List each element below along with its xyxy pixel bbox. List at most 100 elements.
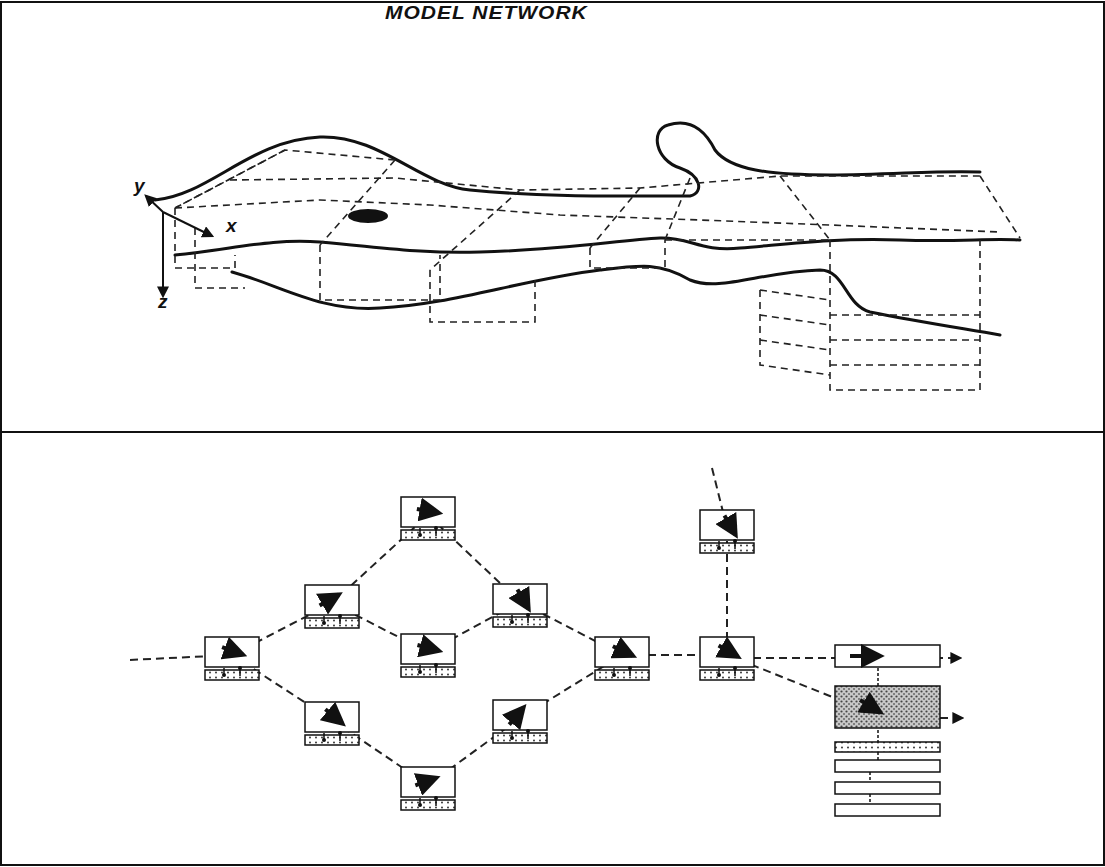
cell-part (717, 546, 721, 550)
cell-part (338, 614, 342, 618)
cell-part (700, 670, 754, 680)
cell-part (434, 526, 438, 530)
cell-part (614, 668, 630, 676)
cell-part (420, 665, 436, 673)
cell-part (434, 663, 438, 667)
stack-layer (835, 804, 940, 816)
cell-part (401, 634, 455, 664)
cell-part (493, 617, 547, 627)
exchange-tick (877, 752, 879, 760)
stack-layer (835, 760, 940, 772)
model-cell (401, 497, 455, 540)
exchange-tick (869, 772, 871, 782)
cell-part (510, 620, 514, 624)
cell-part (493, 733, 547, 743)
model-cell-edge (175, 200, 1000, 232)
cell-part (628, 666, 632, 670)
cell-part (510, 736, 514, 740)
model-cell-edge (830, 364, 980, 366)
cell-part (401, 497, 455, 527)
stack-layer (835, 782, 940, 794)
model-cell (401, 767, 455, 810)
cell-part (595, 637, 649, 667)
model-cell-edge (320, 245, 440, 300)
stack-layer (835, 645, 940, 667)
cell-part (512, 615, 528, 623)
model-cell-edge (195, 228, 245, 288)
model-cell (401, 634, 455, 677)
stack-layer (835, 686, 940, 728)
cell-part (324, 733, 340, 741)
cell-part (613, 646, 633, 655)
outflow-arrow (940, 717, 962, 719)
cell-part (493, 584, 547, 614)
exchange-tick (877, 668, 879, 686)
model-cell-edge (980, 176, 1020, 238)
model-cells (175, 150, 1020, 390)
cell-part (509, 708, 523, 725)
flow-glyph (850, 654, 880, 658)
drawing-part (348, 209, 388, 223)
model-cell-edge (590, 240, 665, 268)
cell-part (415, 778, 436, 786)
cell-part (224, 668, 240, 676)
cell-part (418, 533, 422, 537)
model-cell (493, 700, 547, 743)
axis-label: z (158, 292, 168, 311)
cell-part (205, 637, 259, 667)
cell-part (418, 803, 422, 807)
model-cell-edge (760, 290, 830, 375)
cell-part (401, 767, 455, 797)
model-cell-edge (760, 340, 830, 350)
axis-label: y (134, 176, 145, 195)
flow-glyph (860, 700, 880, 712)
cell-part (595, 670, 649, 680)
model-cell-edge (760, 290, 830, 300)
model-cell-edge (760, 315, 830, 325)
cell-part (305, 585, 359, 615)
cell-part (238, 666, 242, 670)
cell-part (719, 668, 735, 676)
axis-arrows (146, 196, 212, 296)
layered-stack (835, 645, 940, 816)
model-cell (205, 637, 259, 680)
cell-part (700, 637, 754, 667)
drawing-part (232, 266, 1000, 335)
exchange-tick (877, 730, 879, 742)
cell-part (322, 738, 326, 742)
model-cell-edge (230, 176, 980, 190)
cell-part (401, 530, 455, 540)
model-cell (493, 584, 547, 627)
drawing-part (155, 123, 980, 200)
cell-part (434, 796, 438, 800)
cell-part (417, 645, 438, 651)
model-cell-edge (830, 314, 980, 316)
cell-part (305, 735, 359, 745)
cell-part (305, 618, 359, 628)
cell-part (420, 528, 436, 536)
model-cell (595, 637, 649, 680)
cell-part (222, 647, 243, 655)
model-cell (700, 637, 754, 680)
drawing-part (205, 497, 754, 810)
cell-part (512, 731, 528, 739)
cell-part (700, 543, 754, 553)
stack-layer (835, 742, 940, 752)
cell-part (724, 516, 735, 535)
cell-part (305, 702, 359, 732)
diagram-title: MODEL NETWORK (385, 4, 588, 22)
cell-part (320, 595, 339, 606)
cell-part (401, 667, 455, 677)
cell-part (612, 673, 616, 677)
cell-part (418, 670, 422, 674)
flow-lines (130, 468, 865, 785)
river-channel (155, 123, 1020, 335)
cell-part (205, 670, 259, 680)
cell-part (526, 613, 530, 617)
model-cell-edge (830, 339, 980, 341)
cell-part (324, 616, 340, 624)
drawing-part (175, 238, 1020, 255)
